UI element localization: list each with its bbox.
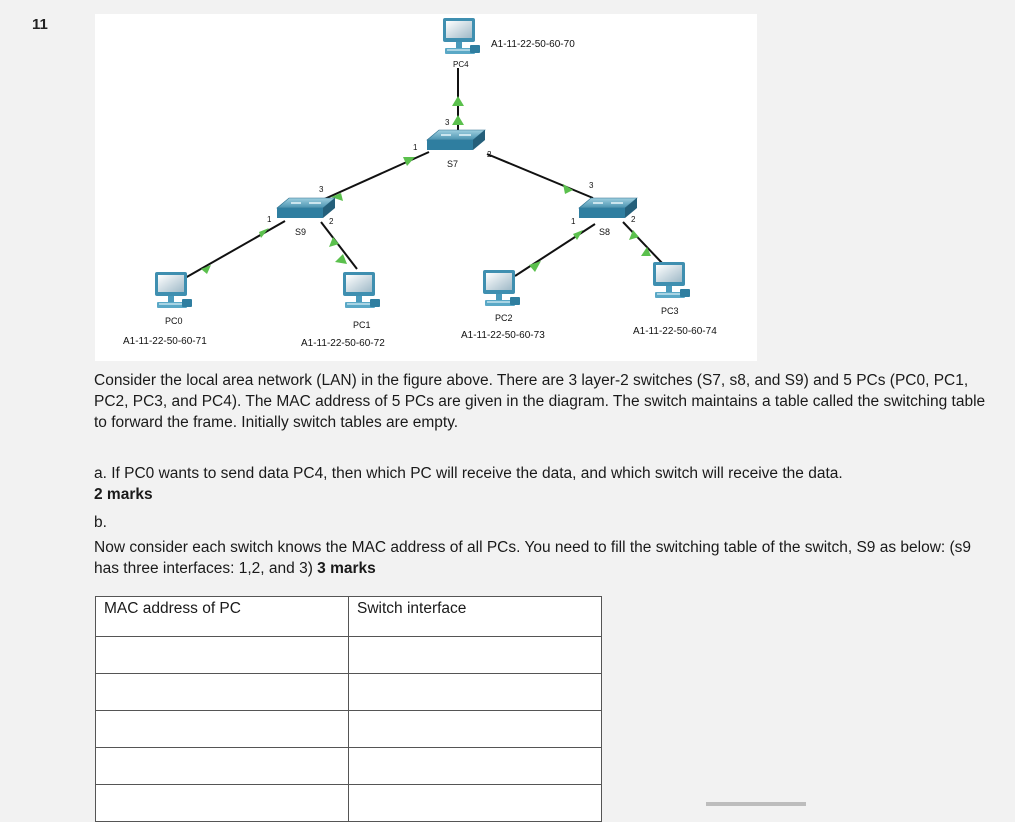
s7-port-2: 2 (487, 150, 492, 159)
table-cell[interactable] (95, 673, 349, 711)
table-cell[interactable] (348, 710, 602, 748)
part-b-text: Now consider each switch knows the MAC a… (94, 539, 972, 577)
link-s7-pc4 (452, 68, 464, 132)
part-a: a. If PC0 wants to send data PC4, then w… (94, 463, 994, 505)
pc1-node: PC1 A1-11-22-50-60-72 (301, 272, 385, 349)
pc2-icon (483, 270, 520, 306)
pc0-label: PC0 (165, 316, 183, 326)
part-a-text: a. If PC0 wants to send data PC4, then w… (94, 465, 843, 482)
pc1-label: PC1 (353, 320, 371, 330)
table-cell[interactable] (95, 747, 349, 785)
part-b-label: b. (94, 514, 107, 531)
table-cell[interactable] (348, 636, 602, 674)
link-s8-pc3 (622, 221, 664, 265)
table-row (95, 673, 602, 711)
link-s7-s9 (319, 151, 430, 202)
switch-s8: S8 3 1 2 (571, 181, 638, 237)
intro-paragraph: Consider the local area network (LAN) in… (94, 372, 986, 431)
pc4-label: PC4 (453, 60, 469, 69)
pc2-node: PC2 A1-11-22-50-60-73 (461, 270, 545, 341)
table-cell[interactable] (95, 636, 349, 674)
pc4-icon (443, 18, 480, 54)
part-b: Now consider each switch knows the MAC a… (94, 537, 994, 579)
pc1-icon (343, 272, 380, 308)
pc4-node: PC4 A1-11-22-50-60-70 (443, 18, 575, 69)
pc3-mac: A1-11-22-50-60-74 (633, 326, 717, 337)
pc3-node: PC3 A1-11-22-50-60-74 (633, 262, 717, 337)
table-cell[interactable] (348, 673, 602, 711)
pc0-node: PC0 A1-11-22-50-60-71 (123, 272, 207, 347)
link-s9-pc1 (320, 221, 358, 270)
table-cell[interactable] (95, 710, 349, 748)
part-b-marks: 3 marks (317, 560, 376, 577)
table-cell[interactable] (95, 784, 349, 822)
switch-s7-label: S7 (447, 159, 458, 169)
pc2-label: PC2 (495, 313, 513, 323)
s9-port-1: 1 (267, 215, 272, 224)
link-s8-pc2 (514, 223, 596, 277)
table-row (95, 747, 602, 785)
link-s9-pc0 (184, 220, 286, 279)
table-cell[interactable] (348, 747, 602, 785)
switching-table: MAC address of PC Switch interface (95, 596, 602, 822)
table-header-row: MAC address of PC Switch interface (95, 596, 602, 637)
pc4-mac: A1-11-22-50-60-70 (491, 39, 575, 50)
header-mac-address: MAC address of PC (95, 596, 349, 637)
link-s7-s8 (486, 153, 594, 199)
s8-port-2: 2 (631, 215, 636, 224)
s9-port-3: 3 (319, 185, 324, 194)
pc0-mac: A1-11-22-50-60-71 (123, 336, 207, 347)
s7-port-1: 1 (413, 143, 418, 152)
s8-port-1: 1 (571, 217, 576, 226)
switch-s9: S9 3 1 2 (267, 185, 336, 237)
pc0-icon (155, 272, 192, 308)
question-number: 11 (32, 16, 48, 33)
part-a-marks: 2 marks (94, 486, 153, 503)
table-cell[interactable] (348, 784, 602, 822)
s7-port-3: 3 (445, 118, 450, 127)
switch-s7: S7 3 1 2 (413, 118, 492, 169)
network-diagram: PC4 A1-11-22-50-60-70 S7 3 1 2 S9 3 1 2 … (95, 14, 757, 361)
pc3-icon (653, 262, 690, 298)
pc1-mac: A1-11-22-50-60-72 (301, 338, 385, 349)
switch-s9-icon (276, 197, 336, 219)
switch-s7-icon (426, 129, 486, 151)
pc3-label: PC3 (661, 306, 679, 316)
s8-port-3: 3 (589, 181, 594, 190)
s9-port-2: 2 (329, 217, 334, 226)
table-row (95, 784, 602, 822)
horizontal-scrollbar[interactable] (706, 802, 806, 806)
switch-s9-label: S9 (295, 227, 306, 237)
table-row (95, 710, 602, 748)
header-switch-interface: Switch interface (348, 596, 602, 637)
switch-s8-label: S8 (599, 227, 610, 237)
pc2-mac: A1-11-22-50-60-73 (461, 330, 545, 341)
switch-s8-icon (578, 197, 638, 219)
table-row (95, 636, 602, 674)
